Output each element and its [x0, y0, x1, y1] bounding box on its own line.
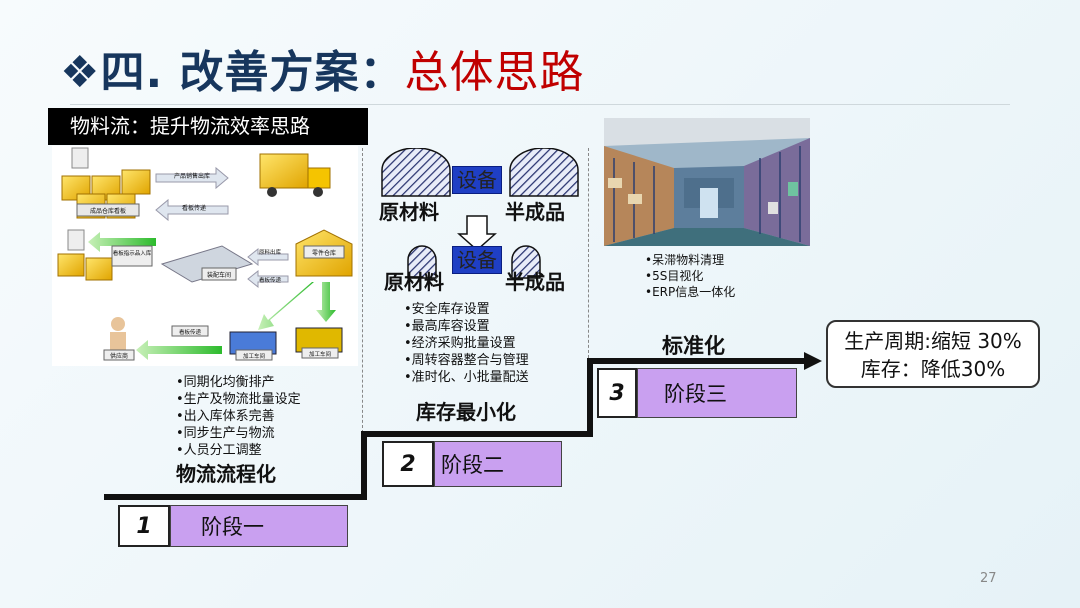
title-prefix: ❖四. 改善方案：: [60, 47, 405, 98]
flow-label-8: 看板传递: [179, 328, 202, 336]
device-box-bottom: 设备: [452, 246, 502, 274]
flow-label-2: 看板传递: [182, 204, 206, 212]
result-cycle-time: 生产周期:缩短 30%: [844, 329, 1022, 353]
stage1-bullet: •人员分工调整: [176, 443, 262, 458]
flow-arrow-mid2: [247, 269, 289, 289]
page-number: 27: [980, 571, 997, 586]
semi-product-bin-small: [511, 245, 541, 279]
stage2-bullet: •最高库容设置: [404, 319, 490, 334]
stage3-bullet: •呆滞物料清理: [645, 253, 725, 267]
down-arrow-icon: [457, 215, 497, 252]
flow-label-box: [76, 203, 140, 217]
title-divider: [70, 104, 1010, 105]
flow-arrow-back: [155, 198, 229, 222]
stage2-diagram: [372, 147, 582, 298]
raw-material-bin-small: [407, 245, 437, 279]
stage2-bullet: •准时化、小批量配送: [404, 370, 529, 385]
device-box-top: 设备: [452, 166, 502, 194]
flow-label-3: 看板指示品入库: [113, 249, 152, 257]
green-arrow-down: [316, 282, 336, 322]
flow-arrow-top: [155, 166, 229, 190]
stage3-label: 阶段三: [637, 368, 797, 418]
assembly-warehouse-icon: [57, 229, 113, 281]
section-header: 物料流：提升物流效率思路: [48, 108, 368, 145]
flow-label-4: 装配车间: [207, 271, 231, 279]
flow-label-1: 成品仓库看板: [90, 207, 126, 215]
result-box: 生产周期:缩短 30% 库存：降低30%: [826, 320, 1040, 388]
raw-material-label-top: 原材料: [379, 200, 439, 224]
divider-dashed-2: [588, 148, 589, 358]
flow-label-11: 供应商: [110, 352, 128, 360]
result-inventory: 库存：降低30%: [860, 357, 1006, 381]
stage1-bullet: •出入库体系完善: [176, 409, 275, 424]
flow-label-5: 原料出库: [259, 248, 282, 256]
title-highlight: 总体思路: [404, 47, 585, 98]
stage2-name: 库存最小化: [416, 400, 516, 424]
flow-label-7: 看板传递: [259, 276, 282, 284]
processing-workshop-icon: [229, 327, 343, 361]
stage2-number: 2: [382, 441, 434, 487]
semi-product-label-top: 半成品: [505, 200, 565, 224]
stage1-number: 1: [118, 505, 170, 547]
stage2-box: 2 阶段二: [382, 441, 562, 487]
warehouse-photo: [604, 118, 810, 246]
semi-product-label-bottom: 半成品: [505, 270, 565, 294]
stage3-bullets: •呆滞物料清理 •5S目视化 •ERP信息一体化: [645, 252, 735, 300]
parts-warehouse-icon: [295, 229, 353, 277]
stage2-bullet: •周转容器整合与管理: [404, 353, 529, 368]
stage1-bullet: •同步生产与物流: [176, 426, 275, 441]
stage2-label: 阶段二: [434, 441, 562, 487]
warehouse-photo-svg: [604, 118, 810, 246]
supplier-icon: [103, 317, 135, 361]
stage2-bullets: •安全库存设置 •最高库容设置 •经济采购批量设置 •周转容器整合与管理 •准时…: [404, 301, 529, 386]
stage2-diagram-svg: [381, 147, 579, 279]
flow-label-0: 产品销售出库: [174, 172, 210, 180]
green-arrow-1: [88, 232, 156, 252]
stage1-bullet: •同期化均衡排产: [176, 375, 275, 390]
semi-product-bin-large: [509, 147, 579, 197]
stage3-bullet: •5S目视化: [645, 269, 704, 283]
logistics-flow-svg: 成品仓库看板 产品销售出库 看板传递 看板指示品入库: [57, 147, 353, 361]
stage2-bullet: •经济采购批量设置: [404, 336, 516, 351]
stage1-box: 1 阶段一: [118, 505, 348, 547]
flow-label-9: 加工车间: [243, 352, 265, 360]
raw-material-bin-large: [381, 147, 451, 197]
raw-material-label-bottom: 原材料: [384, 270, 444, 294]
logistics-flow-diagram: 成品仓库看板 产品销售出库 看板传递 看板指示品入库: [52, 146, 358, 366]
flow-label-6: 零件仓库: [312, 249, 336, 257]
page-title: ❖四. 改善方案：总体思路: [60, 36, 584, 100]
stage3-number: 3: [597, 368, 637, 418]
green-arrow-diag: [258, 282, 314, 330]
stage1-bullet: •生产及物流批量设定: [176, 392, 301, 407]
stage3-bullet: •ERP信息一体化: [645, 285, 736, 299]
stage3-name: 标准化: [662, 334, 725, 358]
stage1-bullets: •同期化均衡排产 •生产及物流批量设定 •出入库体系完善 •同步生产与物流 •人…: [176, 374, 301, 459]
divider-dashed-1: [362, 148, 363, 433]
flow-arrow-mid: [247, 247, 289, 267]
stage3-box: 3 阶段三: [597, 368, 797, 418]
stage1-label: 阶段一: [170, 505, 348, 547]
stage1-name: 物流流程化: [176, 462, 276, 486]
green-arrow-bottom: [136, 340, 222, 360]
flow-label-10: 加工车间: [309, 350, 331, 358]
assembly-line-icon: [160, 245, 254, 283]
delivery-truck-icon: [259, 153, 331, 197]
stage2-bullet: •安全库存设置: [404, 302, 490, 317]
